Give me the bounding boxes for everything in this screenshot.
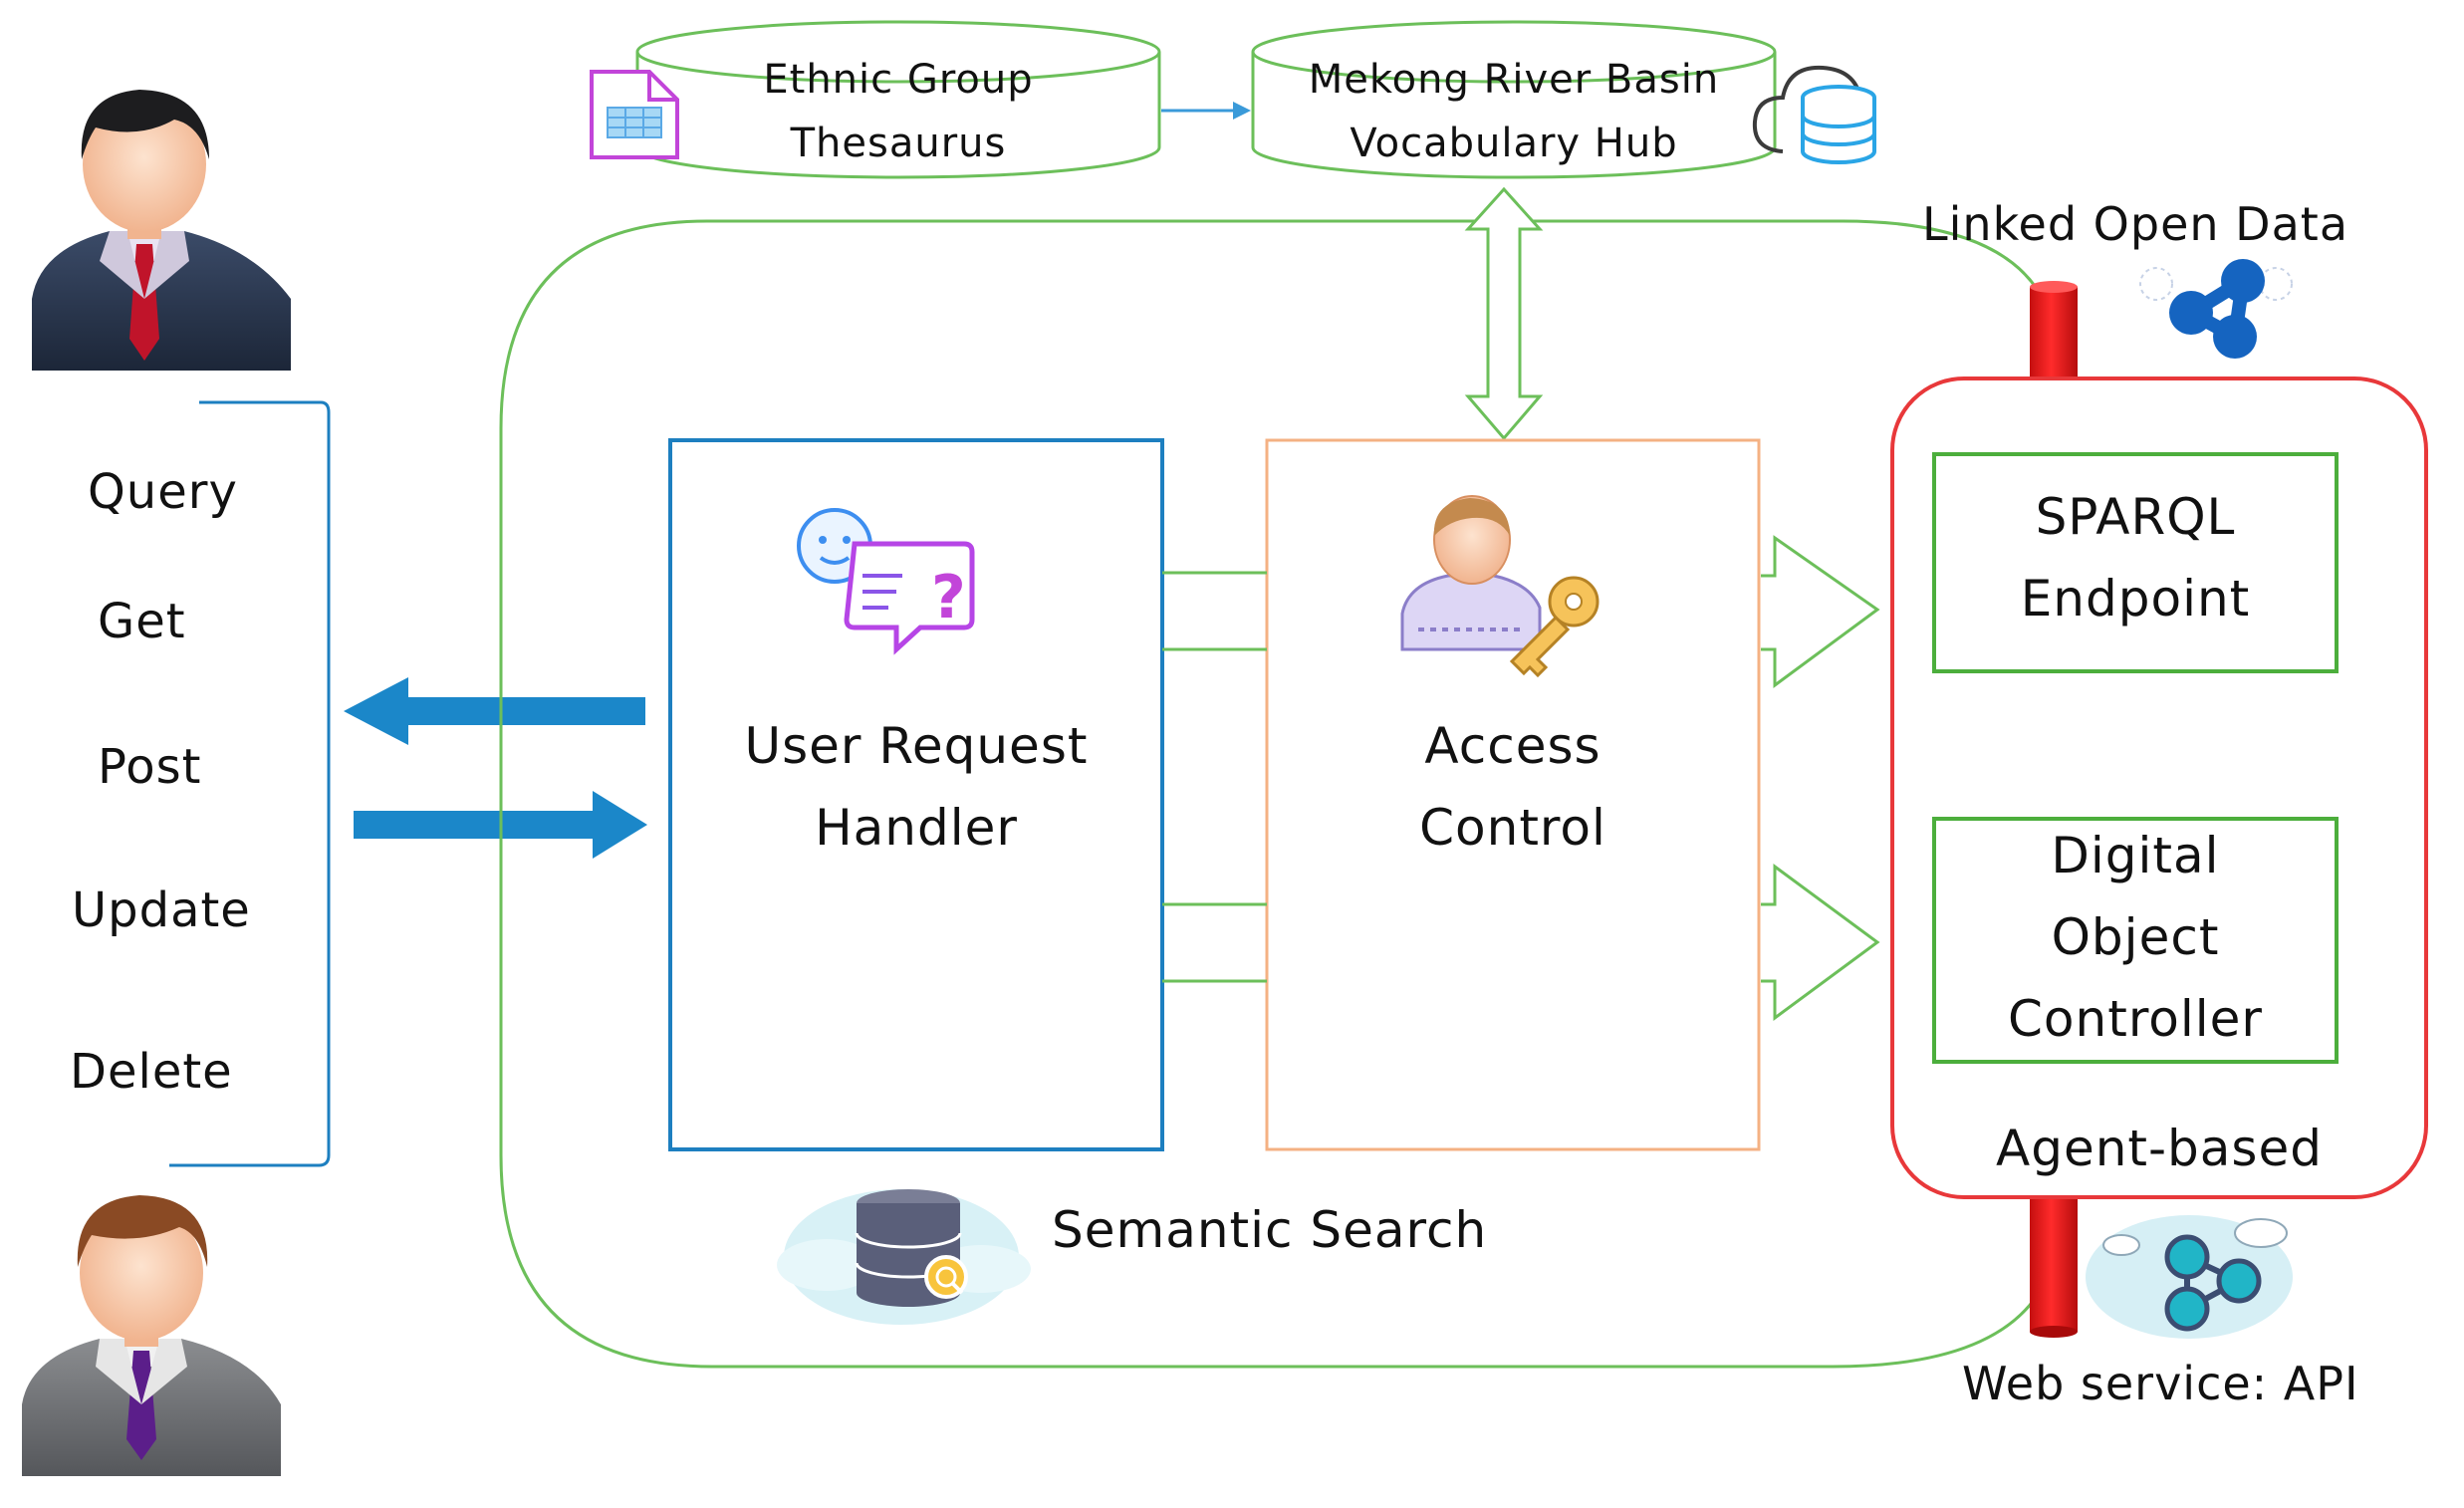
thesaurus-label: Ethnic Group Thesaurus xyxy=(637,48,1159,175)
cloud-database-icon xyxy=(1752,65,1876,164)
semantic-search-label: Semantic Search xyxy=(1052,1201,1488,1259)
api-network-icon xyxy=(2086,1215,2293,1339)
doc-label-line1: Digital xyxy=(2051,827,2220,884)
document-icon xyxy=(590,70,679,159)
sparql-label-line2: Endpoint xyxy=(2020,570,2251,628)
vocabulary-hub-database xyxy=(1251,20,1777,179)
svg-text:?: ? xyxy=(931,563,966,632)
vocabulary-hub-label: Mekong River Basin Vocabulary Hub xyxy=(1253,48,1775,175)
linked-open-data-label: Linked Open Data xyxy=(1922,197,2349,251)
handler-label-line2: Handler xyxy=(815,799,1018,857)
thesaurus-label-line2: Thesaurus xyxy=(790,121,1007,166)
sparql-label-line1: SPARQL xyxy=(2035,488,2236,546)
thesaurus-to-hub-connector xyxy=(1161,102,1251,120)
handler-label-line1: User Request xyxy=(744,717,1089,775)
user-icon xyxy=(32,90,291,371)
user-icon xyxy=(22,1195,281,1476)
web-service-api-label: Web service: API xyxy=(1962,1357,2359,1410)
doc-label-line3: Controller xyxy=(2008,990,2263,1048)
access-control-box xyxy=(1265,438,1761,1151)
digital-object-controller-box xyxy=(1932,817,2339,1064)
access-to-digital-object-arrow xyxy=(1761,864,1880,1021)
method-update: Update xyxy=(72,882,251,938)
semantic-search-container xyxy=(499,219,2059,1369)
method-query: Query xyxy=(88,464,238,520)
method-delete: Delete xyxy=(70,1044,233,1100)
user-request-handler-label: User Request Handler xyxy=(670,705,1162,869)
method-bracket xyxy=(169,400,331,1167)
thesaurus-label-line1: Ethnic Group xyxy=(763,57,1034,103)
hub-label-line2: Vocabulary Hub xyxy=(1350,121,1678,166)
ethnic-thesaurus-database xyxy=(635,20,1161,179)
sparql-endpoint-box xyxy=(1932,452,2339,673)
database-search-icon xyxy=(777,1189,1031,1325)
agent-based-label: Agent-based xyxy=(1996,1120,2323,1177)
linked-data-icon xyxy=(2139,259,2293,359)
response-arrow xyxy=(344,677,645,745)
chat-bot-icon: ? xyxy=(797,508,975,655)
red-pipe-top xyxy=(2030,281,2078,384)
red-pipe-bottom xyxy=(2030,1190,2078,1338)
user-key-icon xyxy=(1400,495,1600,678)
access-label-line1: Access xyxy=(1424,717,1602,775)
access-to-sparql-arrow xyxy=(1761,535,1880,688)
hub-access-double-arrow xyxy=(1464,186,1544,441)
method-get: Get xyxy=(98,594,186,649)
handler-access-connectors xyxy=(1162,571,1267,983)
method-post: Post xyxy=(98,739,202,795)
access-label-line2: Control xyxy=(1419,799,1606,857)
doc-label-line2: Object xyxy=(2051,908,2220,966)
sparql-endpoint-label: SPARQL Endpoint xyxy=(1934,476,2337,639)
digital-object-controller-label: Digital Object Controller xyxy=(1934,815,2337,1060)
access-control-label: Access Control xyxy=(1267,705,1759,869)
hub-label-line1: Mekong River Basin xyxy=(1308,57,1720,103)
